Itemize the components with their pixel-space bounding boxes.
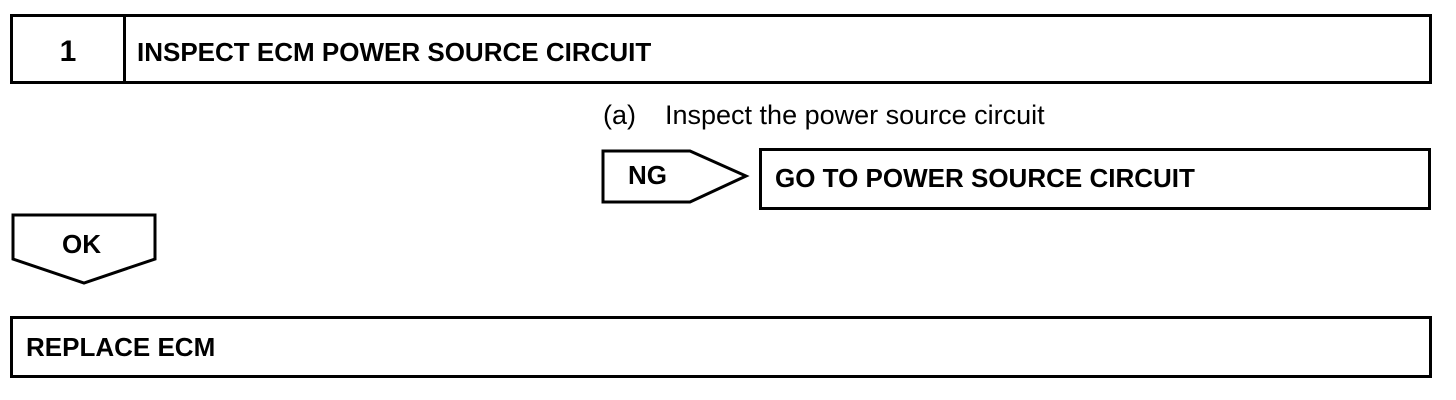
ng-result-box: GO TO POWER SOURCE CIRCUIT <box>759 148 1431 210</box>
ng-arrow-shape <box>601 149 750 204</box>
step-number: 1 <box>59 35 77 68</box>
ng-result-text: GO TO POWER SOURCE CIRCUIT <box>775 163 1195 193</box>
substep-letter: (a) <box>603 100 636 130</box>
ok-label: OK <box>62 229 101 259</box>
step-header-box: 1 INSPECT ECM POWER SOURCE CIRCUIT <box>10 14 1432 84</box>
ok-result-text: REPLACE ECM <box>26 332 216 362</box>
substep-text: Inspect the power source circuit <box>665 100 1045 130</box>
step-title: INSPECT ECM POWER SOURCE CIRCUIT <box>137 37 652 67</box>
ng-label: NG <box>628 160 667 190</box>
step-divider <box>123 17 126 81</box>
substep-instruction: (a) Inspect the power source circuit <box>603 100 1045 131</box>
ok-result-box: REPLACE ECM <box>10 316 1432 378</box>
ok-arrow-shape <box>11 213 157 285</box>
